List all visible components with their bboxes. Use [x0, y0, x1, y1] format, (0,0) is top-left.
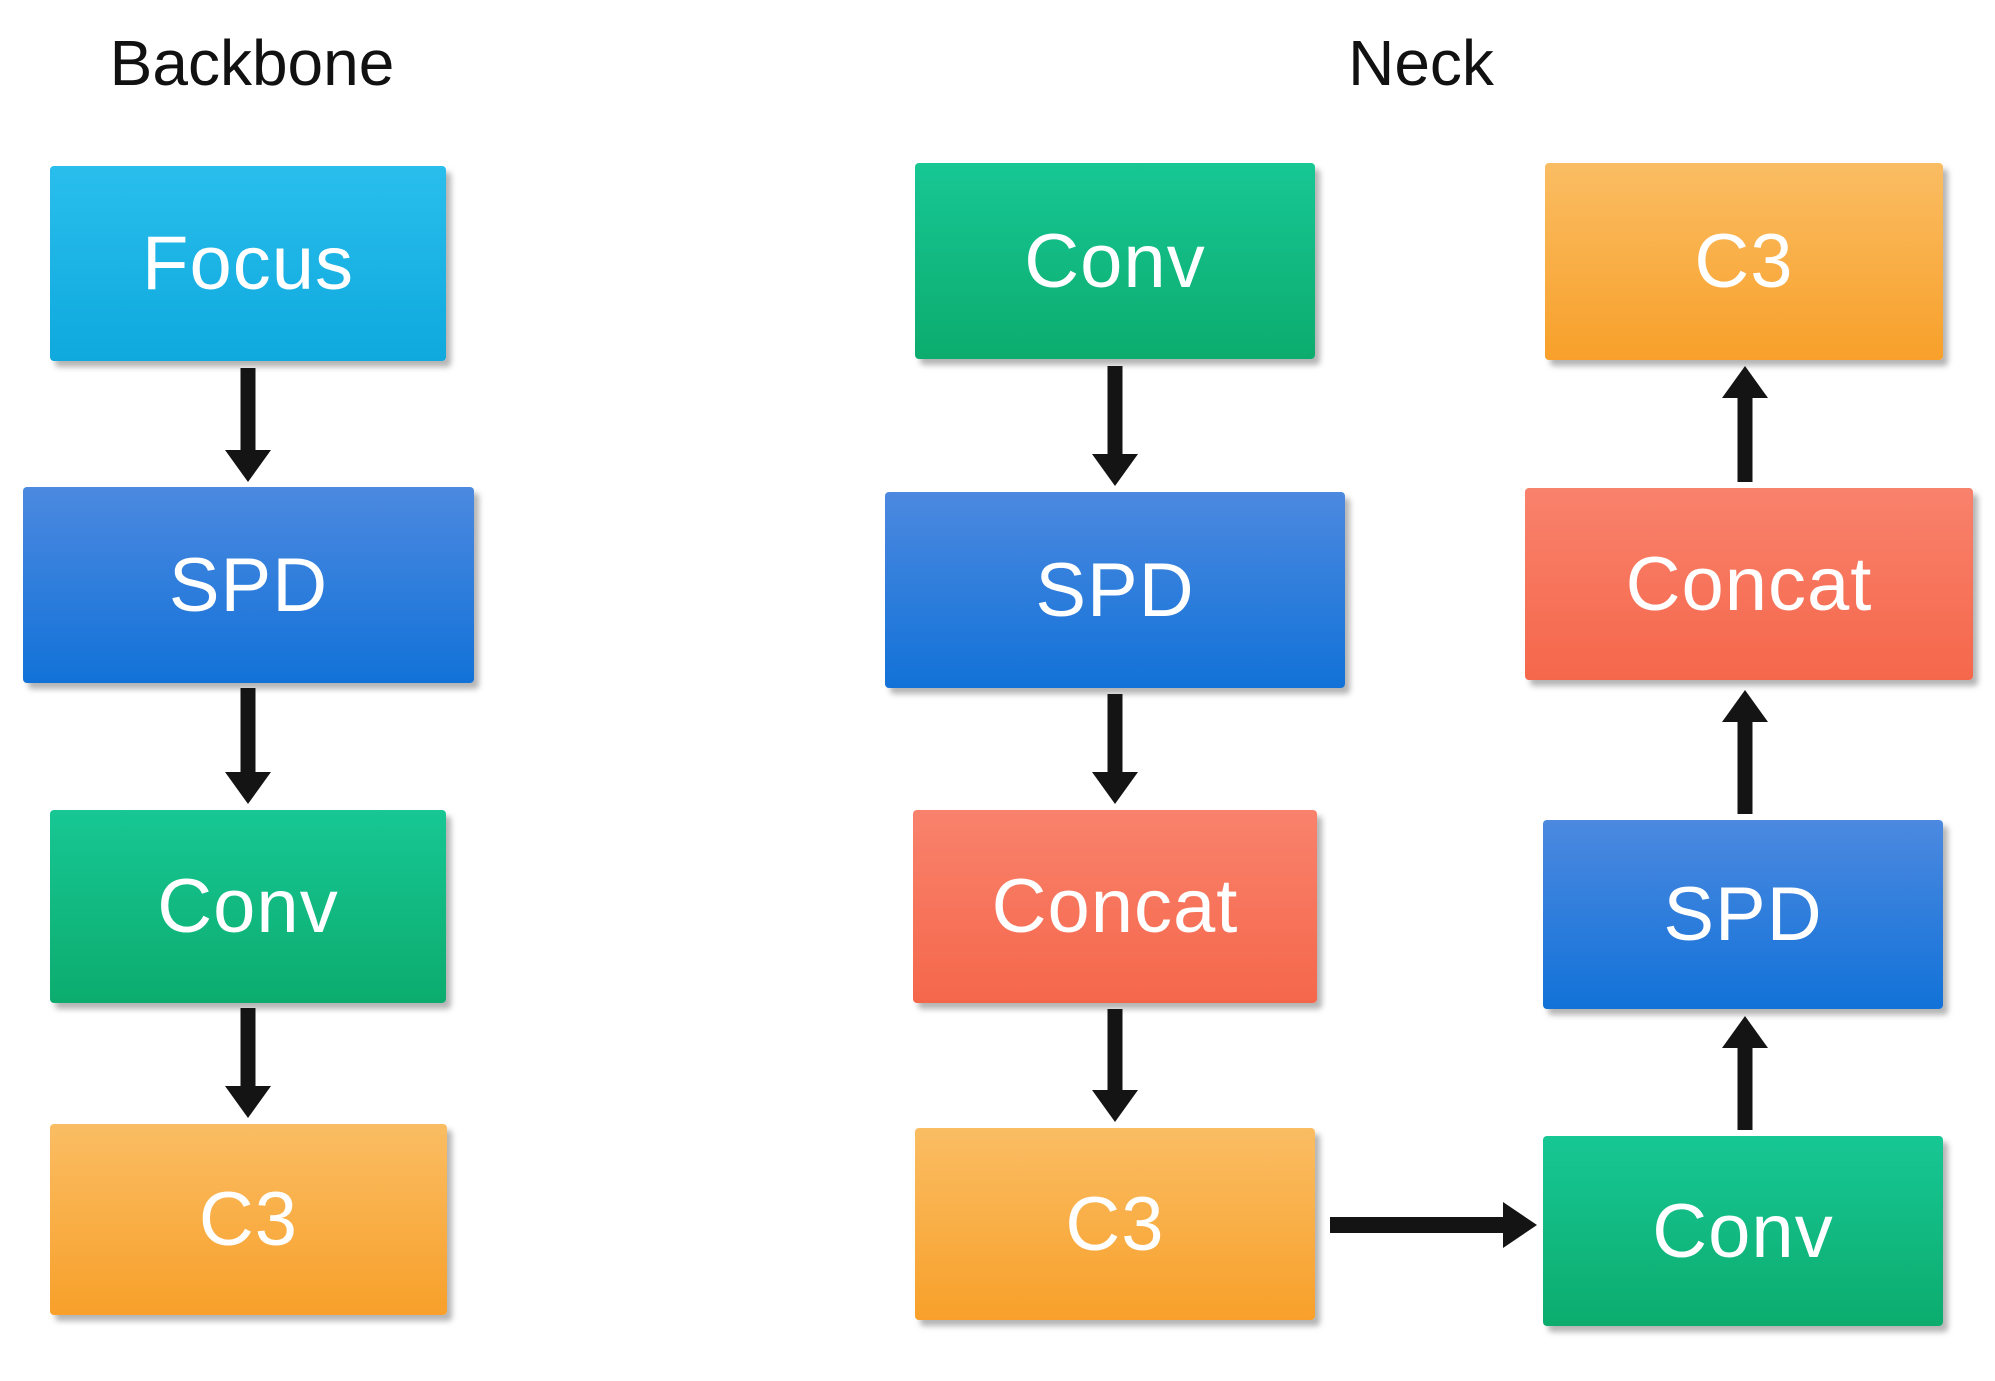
backbone-spd-node: SPD [23, 487, 474, 683]
arrow-right-icon [1330, 1202, 1537, 1248]
neck-right-concat-node: Concat [1525, 488, 1973, 680]
arrow-down-icon [1092, 694, 1138, 804]
arrow-down-icon [225, 1008, 271, 1118]
arrow-up-icon [1722, 1016, 1768, 1130]
backbone-title: Backbone [109, 27, 395, 99]
neck-left-c3-node: C3 [915, 1128, 1315, 1320]
neck-left-conv-node: Conv [915, 163, 1315, 359]
neck-left-concat-node: Concat [913, 810, 1317, 1003]
arrow-up-icon [1722, 690, 1768, 814]
backbone-conv-node: Conv [50, 810, 446, 1003]
arrow-down-icon [225, 688, 271, 804]
arrow-down-icon [225, 368, 271, 482]
arrow-down-icon [1092, 366, 1138, 486]
arrow-up-icon [1722, 366, 1768, 482]
arrow-down-icon [1092, 1009, 1138, 1122]
neck-right-c3-node: C3 [1545, 163, 1943, 360]
neck-left-spd-node: SPD [885, 492, 1345, 688]
backbone-c3-node: C3 [50, 1124, 447, 1315]
backbone-focus-node: Focus [50, 166, 446, 361]
neck-right-conv-node: Conv [1543, 1136, 1943, 1326]
neck-right-spd-node: SPD [1543, 820, 1943, 1009]
neck-title: Neck [1348, 27, 1494, 99]
